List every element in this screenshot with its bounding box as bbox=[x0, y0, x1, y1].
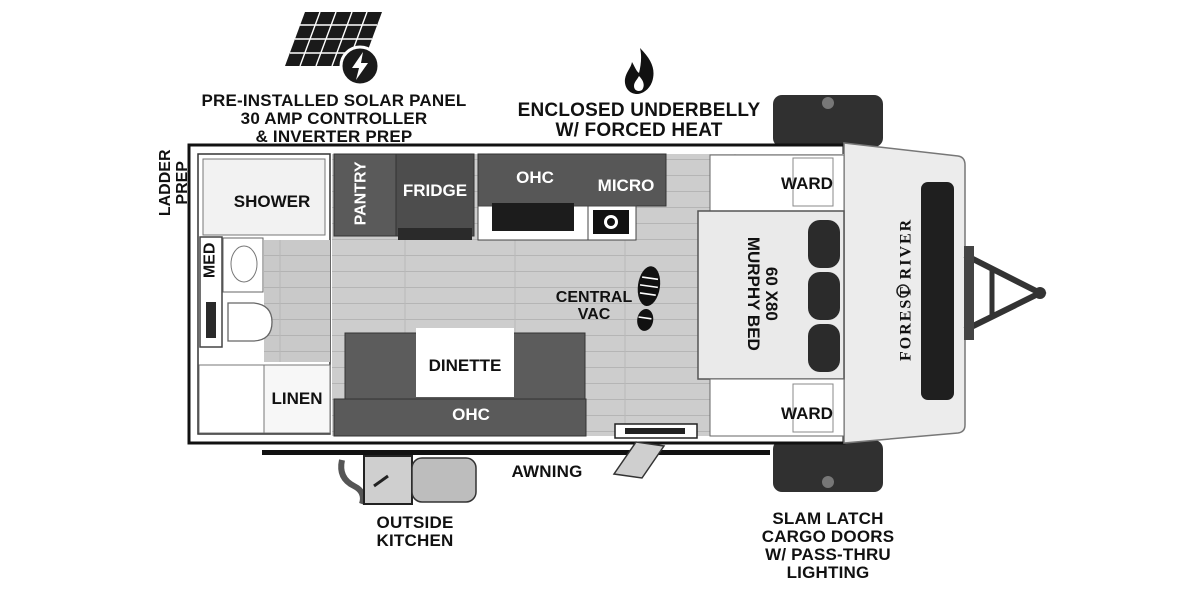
outside-kitchen-line-1: OUTSIDE bbox=[376, 513, 454, 532]
micro-label: MICRO bbox=[597, 176, 655, 195]
underbelly-callout: ENCLOSED UNDERBELLY W/ FORCED HEAT bbox=[505, 101, 773, 141]
ladder-line-1: LADDER bbox=[157, 149, 175, 217]
cargo-line-3: W/ PASS-THRU bbox=[765, 544, 891, 564]
brand-logo: FOREST RIVER bbox=[897, 217, 915, 362]
solar-callout: PRE-INSTALLED SOLAR PANEL 30 AMP CONTROL… bbox=[196, 92, 472, 146]
ladder-callout: LADDER PREP bbox=[157, 143, 192, 223]
ohc-top-label: OHC bbox=[516, 168, 554, 187]
underbelly-line-1: ENCLOSED UNDERBELLY bbox=[517, 100, 761, 121]
solar-line-1: PRE-INSTALLED SOLAR PANEL bbox=[201, 91, 467, 110]
outside-kitchen bbox=[338, 455, 477, 505]
ladder-line-2: PREP bbox=[174, 161, 191, 205]
linen-label: LINEN bbox=[271, 389, 323, 408]
flame-icon bbox=[624, 48, 654, 94]
dinette-label: DINETTE bbox=[428, 356, 502, 375]
outside-kitchen-line-2: KITCHEN bbox=[376, 530, 454, 550]
footprint-icon bbox=[637, 266, 661, 331]
outside-kitchen-callout: OUTSIDE KITCHEN bbox=[355, 514, 475, 550]
central-vac-line-2: VAC bbox=[577, 305, 611, 323]
ward-bottom-label: WARD bbox=[781, 404, 833, 423]
bedroom bbox=[697, 154, 845, 437]
kitchen bbox=[333, 153, 667, 241]
bathroom bbox=[197, 153, 331, 435]
bolt-icon bbox=[339, 45, 381, 87]
fridge-label: FRIDGE bbox=[402, 181, 468, 200]
cargo-line-1: SLAM LATCH bbox=[772, 509, 884, 528]
wheel-icon bbox=[773, 95, 883, 492]
underbelly-line-2: W/ FORCED HEAT bbox=[555, 119, 723, 141]
front-cap bbox=[843, 142, 966, 444]
med-label: MED bbox=[201, 242, 219, 279]
murphy-bed-line-1: 60 X80 bbox=[761, 266, 781, 321]
ward-top-label: WARD bbox=[781, 174, 833, 193]
pantry-label: PANTRY bbox=[352, 161, 370, 226]
central-vac-line-1: CENTRAL bbox=[555, 289, 633, 306]
shower-label: SHOWER bbox=[233, 192, 311, 211]
central-vac-label: CENTRAL VAC bbox=[550, 289, 638, 324]
hitch-icon bbox=[963, 246, 1047, 340]
solar-line-3: & INVERTER PREP bbox=[255, 126, 413, 146]
murphy-bed-line-2: MURPHY BED bbox=[744, 236, 763, 351]
awning-label: AWNING bbox=[511, 462, 583, 481]
ohc-bottom-label: OHC bbox=[452, 405, 490, 424]
solar-line-2: 30 AMP CONTROLLER bbox=[240, 108, 428, 128]
cargo-callout: SLAM LATCH CARGO DOORS W/ PASS-THRU LIGH… bbox=[740, 510, 916, 581]
dinette bbox=[333, 328, 587, 437]
entry-step bbox=[612, 423, 698, 479]
awning-line bbox=[262, 450, 770, 455]
cargo-line-4: LIGHTING bbox=[786, 562, 870, 582]
murphy-bed-label: 60 X80 MURPHY BED bbox=[744, 232, 781, 356]
cargo-line-2: CARGO DOORS bbox=[761, 526, 895, 546]
